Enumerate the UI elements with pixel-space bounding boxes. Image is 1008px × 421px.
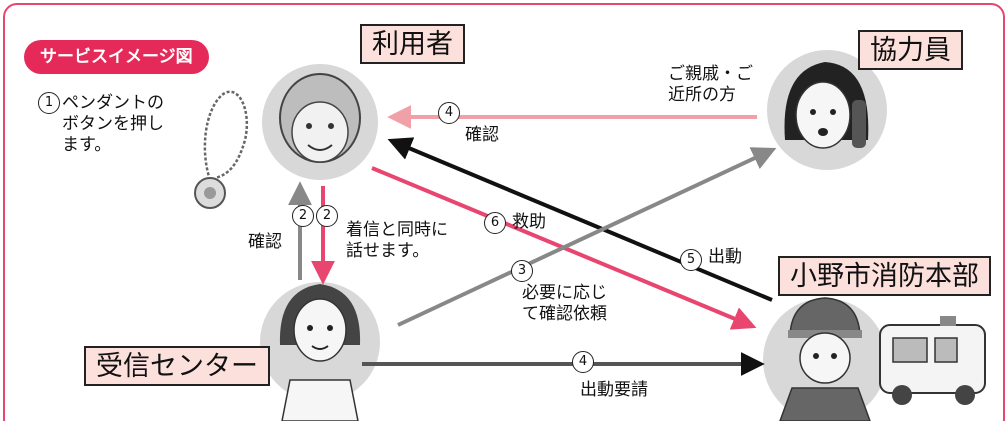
step-number: 3 <box>511 260 533 282</box>
pendant-icon <box>194 90 249 209</box>
arrow-step3-center-to-helper <box>397 147 777 327</box>
arrow-step5-fire-to-user <box>387 137 773 302</box>
ambulance-icon <box>879 316 986 405</box>
elderly-woman-icon <box>262 64 378 180</box>
step-number: 1 <box>38 92 60 114</box>
step-number: 4 <box>438 102 460 124</box>
step2-right-text: 着信と同時に 話せます。 <box>346 220 448 261</box>
helper-caption: ご親戚・ご 近所の方 <box>668 64 753 105</box>
step-number: 2 <box>292 205 314 227</box>
actor-label-user: 利用者 <box>360 24 465 64</box>
step5-text: 出動 <box>708 247 742 267</box>
step-number: 4 <box>572 351 594 373</box>
step3-text: 必要に応じ て確認依頼 <box>522 283 607 324</box>
actor-label-fire-dept: 小野市消防本部 <box>778 256 991 296</box>
step4-bottom-text: 出動要請 <box>580 380 648 400</box>
step4-top-text: 確認 <box>465 125 499 145</box>
woman-phone-icon <box>767 50 887 170</box>
step1-text: ペンダントの ボタンを押し ます。 <box>62 93 164 155</box>
title-badge: サービスイメージ図 <box>24 40 209 74</box>
flow-arrows <box>288 105 777 376</box>
step-number: 5 <box>680 249 702 271</box>
step-number: 6 <box>484 212 506 234</box>
step6-text: 救助 <box>512 212 546 232</box>
firefighter-icon <box>763 297 887 421</box>
actor-label-helper: 協力員 <box>858 30 963 70</box>
actor-label-center: 受信センター <box>84 346 270 386</box>
step-number: 2 <box>316 205 338 227</box>
operator-icon <box>260 282 380 421</box>
step2-left-text: 確認 <box>248 232 282 252</box>
